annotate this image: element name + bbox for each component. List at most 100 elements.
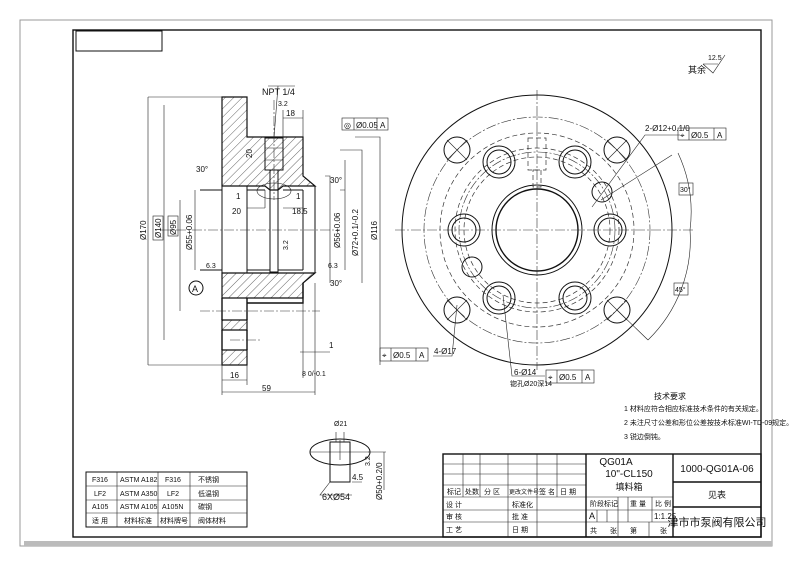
svg-text:F316: F316 <box>165 477 181 484</box>
svg-text:1:1.25: 1:1.25 <box>654 512 677 521</box>
svg-text:更改文件号: 更改文件号 <box>509 488 539 496</box>
svg-text:材料牌号: 材料牌号 <box>160 516 188 525</box>
svg-text:阀体材料: 阀体材料 <box>198 516 226 525</box>
svg-text:6-Ø14: 6-Ø14 <box>514 368 537 377</box>
svg-text:A: A <box>192 284 198 294</box>
svg-text:2 未注尺寸公差和形位公差按技术标准WI-TD-09规定。: 2 未注尺寸公差和形位公差按技术标准WI-TD-09规定。 <box>624 418 793 427</box>
svg-text:A105: A105 <box>92 504 108 511</box>
svg-text:1: 1 <box>236 192 241 201</box>
surface-finish-note: 其余 12.5 <box>688 54 726 75</box>
svg-text:4.5: 4.5 <box>352 473 364 482</box>
svg-text:A: A <box>380 121 386 130</box>
svg-text:A: A <box>589 511 595 521</box>
svg-text:第: 第 <box>630 526 637 535</box>
svg-text:30°: 30° <box>680 186 691 194</box>
position-icon: ⌖ <box>382 351 387 360</box>
datum-a-marker: A <box>188 280 204 296</box>
sheet-shadow <box>24 541 772 546</box>
svg-text:6XØ54: 6XØ54 <box>322 492 350 502</box>
svg-text:3.2: 3.2 <box>365 456 372 466</box>
svg-text:张: 张 <box>660 526 667 535</box>
svg-text:处数: 处数 <box>465 487 479 496</box>
svg-text:Ø0.5: Ø0.5 <box>393 351 411 360</box>
svg-text:审 核: 审 核 <box>446 512 462 521</box>
position-tolerance-frame-4: ⌖ Ø0.5 A <box>379 347 429 362</box>
section-hatch-top <box>221 96 317 191</box>
pin-hole <box>461 256 483 278</box>
svg-text:ASTM A350: ASTM A350 <box>120 491 157 498</box>
svg-text:填料箱: 填料箱 <box>615 481 642 492</box>
svg-text:Ø72+0.1/-0.2: Ø72+0.1/-0.2 <box>351 209 360 256</box>
dim-140-box: Ø140 <box>152 215 164 241</box>
svg-text:适 用: 适 用 <box>92 516 108 525</box>
svg-text:6.3: 6.3 <box>328 263 338 270</box>
svg-text:低温钢: 低温钢 <box>198 489 219 498</box>
drawing-frame <box>72 29 762 538</box>
svg-text:F316: F316 <box>92 477 108 484</box>
svg-text:Ø0.5: Ø0.5 <box>559 373 577 382</box>
svg-text:A: A <box>717 131 723 140</box>
top-left-box <box>75 30 163 52</box>
svg-text:不锈钢: 不锈钢 <box>198 475 219 484</box>
svg-text:20: 20 <box>232 207 241 216</box>
concentricity-icon: ◎ <box>344 121 351 130</box>
svg-text:A: A <box>585 373 591 382</box>
counterbored-holes-6 <box>447 145 627 315</box>
svg-text:标记: 标记 <box>447 487 461 496</box>
svg-text:比 例: 比 例 <box>655 499 671 508</box>
svg-text:签 名: 签 名 <box>539 487 555 496</box>
svg-text:1: 1 <box>296 192 301 201</box>
angle-30-box: 30° <box>678 182 694 196</box>
svg-text:8 0/-0.1: 8 0/-0.1 <box>302 371 326 378</box>
angle-45-box: 45° <box>673 282 689 296</box>
position-icon: ⌖ <box>680 131 685 140</box>
front-view: 2-Ø12+0.1/0 ⌖ Ø0.5 A 30° 45° 4-Ø17 ⌖ Ø0.… <box>379 90 727 388</box>
svg-text:Ø95: Ø95 <box>169 219 178 235</box>
svg-text:ASTM A182: ASTM A182 <box>120 477 157 484</box>
tech-requirements: 技术要求 1 材料应符合相应标准技术条件的有关规定。 2 未注尺寸公差和形位公差… <box>624 391 793 441</box>
svg-text:设 计: 设 计 <box>446 500 462 509</box>
section-view: NPT 1/4 3.2 18 20 30° 30° 30° 1 1 1 20 1… <box>139 85 389 395</box>
drawing-number: 1000-QG01A-06 <box>680 464 754 475</box>
svg-text:重 量: 重 量 <box>630 500 646 508</box>
svg-text:碳钢: 碳钢 <box>198 502 212 511</box>
svg-text:Ø0.5: Ø0.5 <box>691 131 709 140</box>
svg-text:Ø0.05: Ø0.05 <box>356 121 378 130</box>
pin-hole <box>591 181 613 203</box>
position-tolerance-frame-2: ⌖ Ø0.5 A <box>677 127 727 141</box>
dim-95-box: Ø95 <box>167 215 179 237</box>
svg-text:30°: 30° <box>330 279 342 288</box>
concentricity-tolerance-frame: ◎ Ø0.05 A <box>341 117 389 131</box>
svg-text:30°: 30° <box>330 176 342 185</box>
svg-text:45°: 45° <box>675 286 686 294</box>
svg-text:Ø50+0.2/0: Ø50+0.2/0 <box>375 462 384 500</box>
svg-text:Ø170: Ø170 <box>139 220 148 240</box>
roughness-symbol-icon <box>702 54 726 74</box>
svg-text:3.2: 3.2 <box>283 240 290 250</box>
svg-text:Ø56+0.06: Ø56+0.06 <box>333 212 342 248</box>
svg-text:A: A <box>419 351 425 360</box>
svg-text:16: 16 <box>230 371 239 380</box>
svg-text:59: 59 <box>262 384 271 393</box>
detail-view: Ø21 4.5 6XØ54 Ø50+0.2/0 3.2 <box>309 421 386 502</box>
svg-text:18: 18 <box>286 109 295 118</box>
svg-text:其余: 其余 <box>688 64 706 75</box>
sheet-outer-border <box>19 19 773 547</box>
svg-text:批 准: 批 准 <box>512 512 528 521</box>
svg-text:日 期: 日 期 <box>512 526 528 534</box>
svg-text:LF2: LF2 <box>167 491 179 498</box>
svg-text:日 期: 日 期 <box>560 488 576 496</box>
svg-text:Ø21: Ø21 <box>334 421 347 428</box>
svg-text:12.5: 12.5 <box>708 55 722 62</box>
svg-text:Ø55+0.06: Ø55+0.06 <box>185 214 194 250</box>
svg-text:技术要求: 技术要求 <box>654 391 686 401</box>
svg-text:阶段标记: 阶段标记 <box>590 499 618 508</box>
svg-text:1: 1 <box>329 341 334 350</box>
svg-text:1 材料应符合相应标准技术条件的有关规定。: 1 材料应符合相应标准技术条件的有关规定。 <box>624 404 763 413</box>
bolt-holes-4 <box>443 136 631 324</box>
position-tolerance-frame-6: ⌖ Ø0.5 A <box>545 369 595 384</box>
svg-text:材料标准: 材料标准 <box>124 516 152 525</box>
svg-text:A105N: A105N <box>162 504 183 511</box>
svg-text:ASTM A105: ASTM A105 <box>120 504 157 511</box>
